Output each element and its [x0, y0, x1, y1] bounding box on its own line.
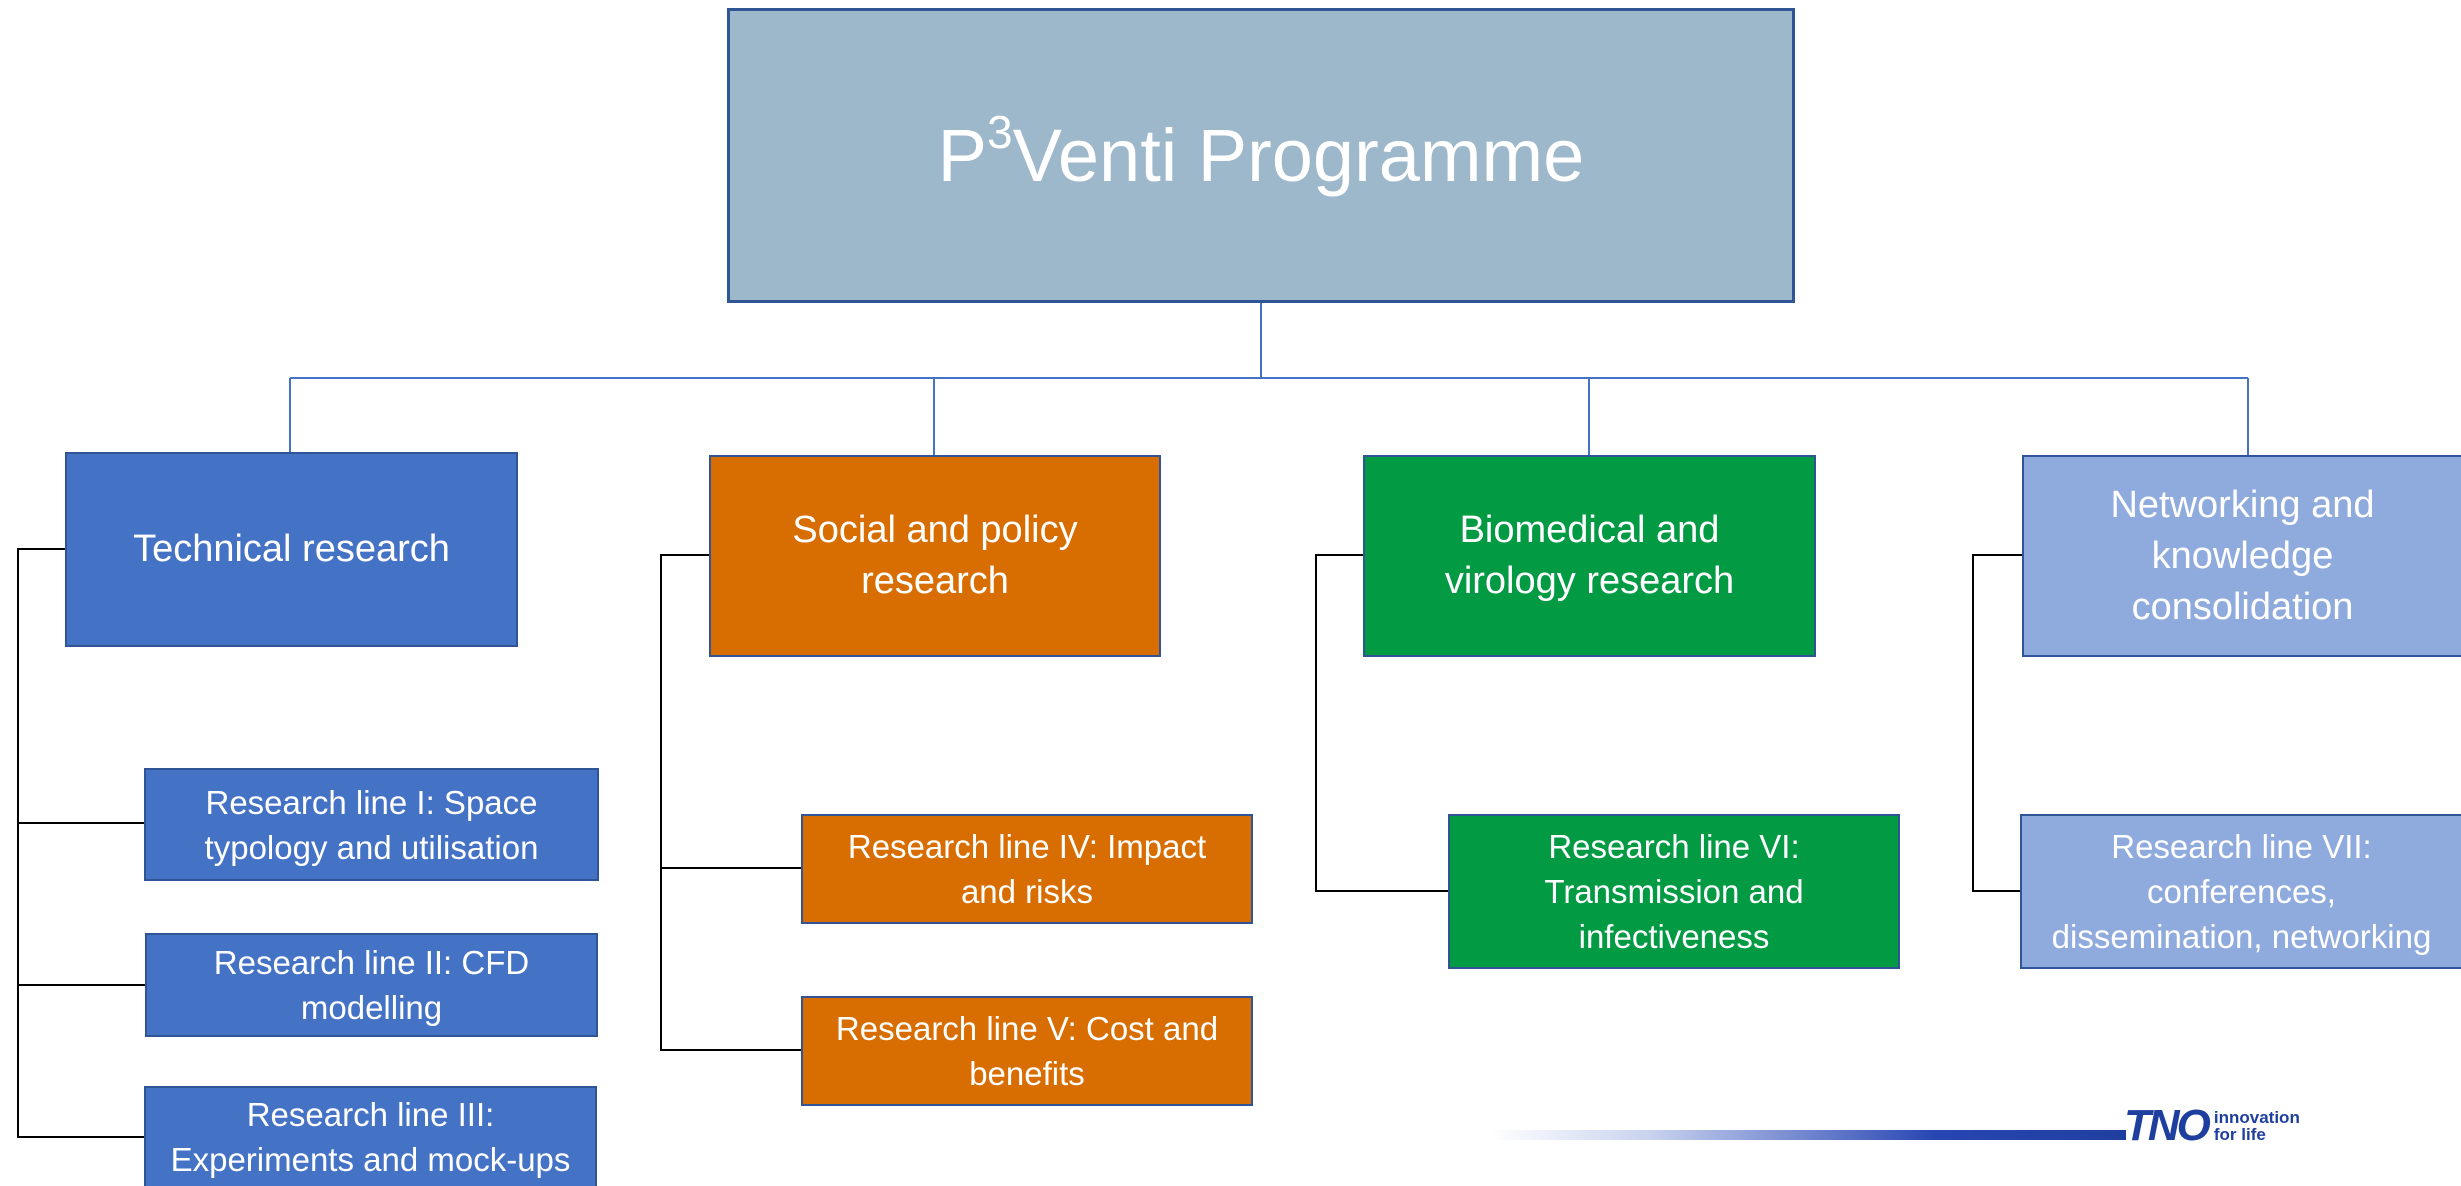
research-line-text: typology and utilisation — [204, 828, 539, 866]
research-line-text: benefits — [969, 1055, 1085, 1092]
branch-label: Social and policy — [792, 509, 1078, 551]
branch-networking-knowledge: Networking and knowledge consolidation — [2022, 455, 2461, 657]
research-line-text: and risks — [960, 873, 1094, 910]
research-line-text: Research line I: Space — [205, 783, 538, 821]
research-line-text: Research line IV: Impact — [847, 828, 1207, 865]
logo-tagline-line: for life — [2213, 1125, 2266, 1144]
branch-technical-research: Technical research — [65, 452, 518, 647]
title-prefix: P — [937, 114, 988, 197]
research-line-text: Research line VI: — [1548, 828, 1800, 865]
logo-wordmark: TNO — [2124, 1101, 2211, 1150]
branch-label: Biomedical and — [1459, 509, 1720, 551]
research-line-text: infectiveness — [1578, 918, 1770, 955]
research-line-text: Transmission and — [1544, 873, 1804, 910]
programme-title: P3Venti Programme — [937, 109, 1585, 198]
programme-title-box: P3Venti Programme — [727, 8, 1795, 303]
title-suffix: Venti Programme — [1012, 114, 1585, 197]
branch-label: consolidation — [2131, 585, 2354, 628]
research-line-3-box: Research line III: Experiments and mock-… — [144, 1086, 597, 1186]
child-connectors — [17, 548, 2022, 1138]
branch-label: Technical research — [133, 528, 450, 570]
branch-social-policy-research: Social and policy research — [709, 455, 1161, 657]
research-line-7-box: Research line VII: conferences, dissemin… — [2020, 814, 2461, 969]
research-line-2-box: Research line II: CFD modelling — [145, 933, 598, 1037]
research-line-text: Research line VII: — [2111, 828, 2372, 865]
title-superscript: 3 — [987, 106, 1013, 158]
research-line-text: Experiments and mock-ups — [170, 1141, 571, 1178]
branch-biomedical-virology-research: Biomedical and virology research — [1363, 455, 1816, 657]
connector-technical — [17, 548, 144, 1138]
research-line-text: modelling — [300, 989, 443, 1026]
research-line-text: Research line III: — [246, 1096, 495, 1133]
research-line-4-box: Research line IV: Impact and risks — [801, 814, 1253, 924]
research-line-text: Research line V: Cost and — [835, 1010, 1219, 1047]
branch-label: research — [861, 560, 1009, 602]
research-line-6-box: Research line VI: Transmission and infec… — [1448, 814, 1900, 969]
connector-networking — [1972, 554, 2022, 892]
research-line-1-box: Research line I: Space typology and util… — [144, 768, 599, 881]
connector-social — [660, 554, 801, 1051]
branch-label: virology research — [1444, 560, 1735, 602]
research-line-5-box: Research line V: Cost and benefits — [801, 996, 1253, 1106]
research-line-text: conferences, — [2147, 873, 2336, 910]
branch-label: Networking and — [2110, 483, 2375, 526]
tno-logo: TNO innovation for life — [2124, 1104, 2300, 1148]
logo-gradient-bar — [1490, 1130, 2126, 1140]
branch-label: knowledge — [2151, 534, 2334, 577]
connector-biomedical — [1315, 554, 1448, 892]
logo-tagline-line: innovation — [2213, 1108, 2300, 1127]
research-line-text: dissemination, networking — [2051, 918, 2432, 955]
research-line-text: Research line II: CFD — [213, 944, 530, 981]
logo-tagline: innovation for life — [2214, 1109, 2300, 1143]
hierarchy-connectors — [289, 303, 2249, 455]
